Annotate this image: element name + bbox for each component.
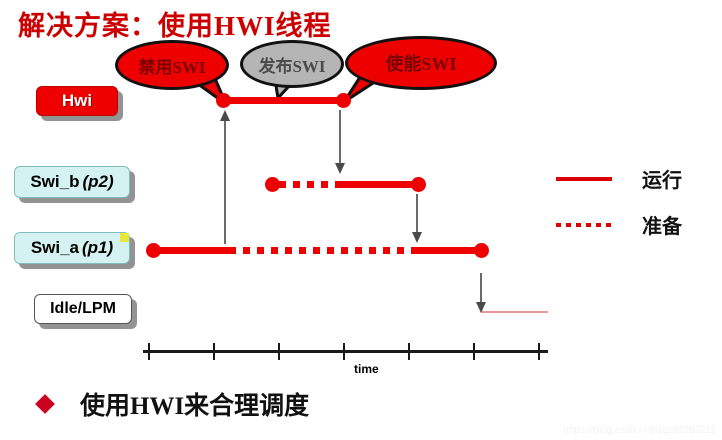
bubble-label-post-swi: 发布SWI [258, 56, 326, 76]
segment-hwi-running [224, 97, 344, 104]
thread-label-swi-a-text: Swi_a [30, 238, 80, 257]
segment-dot-hwi-end [336, 93, 351, 108]
bubble-label-enable-swi: 使能SWI [385, 54, 457, 74]
segment-swi-a-running-2 [415, 247, 481, 254]
diamond-bullet-icon [35, 394, 55, 414]
page-title: 解决方案：使用HWI线程 [18, 11, 332, 41]
time-axis-tick [148, 343, 150, 360]
thread-label-swi-b-text: Swi_b [30, 172, 80, 191]
transition-arrow-swi-a-to-hwi [224, 118, 226, 244]
speech-bubble-disable-swi[interactable]: 禁用SWI [115, 40, 229, 90]
segment-swi-a-ready [229, 247, 415, 254]
time-axis-tick [343, 343, 345, 360]
segment-swi-b-running [337, 181, 418, 188]
speech-bubble-post-swi[interactable]: 发布SWI [240, 40, 344, 88]
thread-label-swi-a[interactable]: Swi_a (p1) [14, 232, 130, 264]
segment-dot-swi-b-start [265, 177, 280, 192]
legend-item-running: 运行 [556, 164, 682, 193]
thread-label-hwi[interactable]: Hwi [36, 86, 118, 116]
segment-dot-hwi-start [216, 93, 231, 108]
thread-label-swi-b-priority: (p2) [82, 172, 114, 191]
summary-bullet: 使用HWI来合理调度 [35, 386, 310, 422]
watermark: https://blog.csdn.net/qq292283211 [563, 425, 716, 436]
summary-bullet-text: 使用HWI来合理调度 [80, 393, 310, 420]
transition-arrow-swi-b-to-swi-a [416, 194, 418, 234]
thread-label-swi-a-priority: (p1) [82, 238, 114, 257]
time-axis-tick [278, 343, 280, 360]
transition-arrow-hwi-to-swi-b [339, 110, 341, 165]
legend-item-ready: 准备 [556, 210, 682, 239]
segment-dot-swi-b-end [411, 177, 426, 192]
segment-swi-a-running-1 [154, 247, 229, 254]
thread-label-hwi-text: Hwi [61, 91, 93, 110]
legend-swatch-ready-icon [556, 222, 612, 227]
transition-arrow-head-hwi-to-swi-b [335, 163, 345, 174]
thread-label-swi-b[interactable]: Swi_b (p2) [14, 166, 130, 198]
legend-label-ready: 准备 [642, 216, 682, 238]
time-axis-tick [408, 343, 410, 360]
thread-label-idle[interactable]: Idle/LPM [34, 294, 132, 324]
segment-dot-swi-a-start [146, 243, 161, 258]
corner-marker-icon [120, 233, 129, 242]
bubble-label-disable-swi: 禁用SWI [138, 57, 206, 77]
time-axis-tick [473, 343, 475, 360]
segment-swi-b-ready [279, 181, 337, 188]
transition-arrow-head-swi-a-to-idle [476, 302, 486, 313]
legend-swatch-running-icon [556, 176, 612, 181]
time-axis-line [143, 350, 548, 353]
transition-arrow-swi-a-to-idle [480, 273, 482, 305]
time-axis-tick [213, 343, 215, 360]
legend-label-running: 运行 [642, 170, 682, 192]
transition-arrow-head-swi-a-to-hwi [220, 110, 230, 121]
time-axis-tick [538, 343, 540, 360]
thread-label-idle-text: Idle/LPM [50, 300, 116, 317]
speech-bubble-enable-swi[interactable]: 使能SWI [345, 36, 497, 90]
time-axis-caption: time [354, 362, 379, 376]
segment-idle-line [481, 311, 548, 313]
segment-dot-swi-a-end [474, 243, 489, 258]
transition-arrow-head-swi-b-to-swi-a [412, 232, 422, 243]
